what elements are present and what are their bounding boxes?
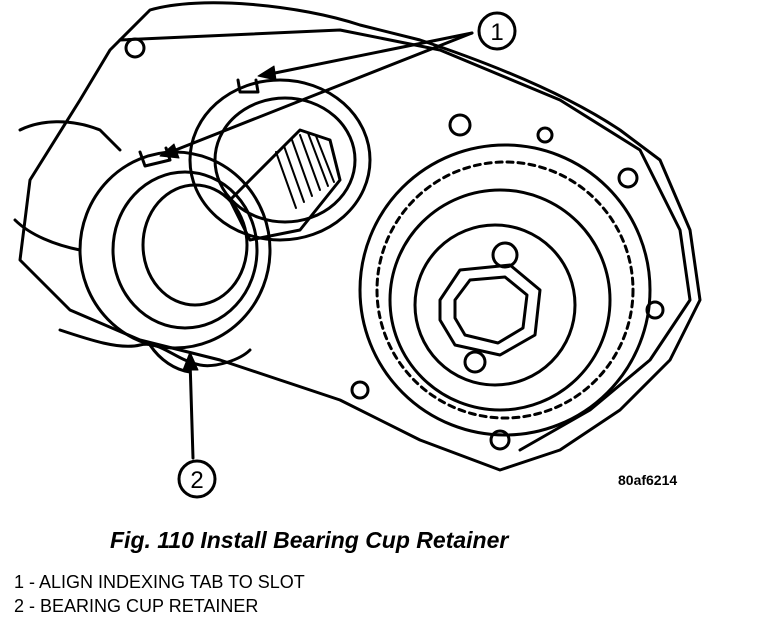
callout-2-circle	[177, 459, 217, 499]
legend-item: 1 - ALIGN INDEXING TAB TO SLOT	[14, 572, 305, 592]
housing-outline	[18, 1, 702, 472]
callout-1-leader-a	[263, 31, 474, 77]
hex-nut-inner	[453, 275, 529, 345]
callout-1-leader-b	[166, 31, 474, 155]
bolt-hole	[489, 429, 511, 451]
retaining-bolt	[463, 350, 487, 374]
callout-1-arrowhead-a	[257, 65, 277, 81]
bearing-bore	[188, 78, 372, 242]
retainer-bore	[141, 183, 249, 307]
figure-reference-code: 80af6214	[618, 472, 677, 488]
shaft-splines	[275, 132, 335, 209]
figure-legend: 1 - ALIGN INDEXING TAB TO SLOT 2 - BEARI…	[14, 570, 305, 618]
technician-hand	[13, 120, 252, 374]
bolt-hole	[448, 113, 472, 137]
output-shaft	[228, 128, 342, 242]
retaining-bolt	[491, 241, 519, 269]
bolt-hole	[645, 300, 665, 320]
hex-nut	[438, 263, 542, 357]
bearing-cup-retainer	[78, 150, 272, 350]
callout-2-leader	[188, 358, 195, 460]
bolt-hole	[617, 167, 639, 189]
retainer-inner-ring	[111, 170, 259, 330]
legend-item: 2 - BEARING CUP RETAINER	[14, 596, 259, 616]
drive-gear-hub	[413, 223, 577, 387]
bolt-hole	[350, 380, 370, 400]
bolt-hole	[536, 126, 554, 144]
housing-flange-edge	[118, 28, 692, 452]
drive-gear	[358, 143, 652, 437]
drive-gear-hub-ring	[388, 188, 612, 412]
bore-slot	[236, 78, 260, 94]
callout-2-number: 2	[190, 467, 203, 494]
bolt-hole	[124, 37, 146, 59]
figure-caption: Fig. 110 Install Bearing Cup Retainer	[110, 527, 509, 553]
callout-1-circle	[477, 11, 517, 51]
callout-1-arrowhead-b	[159, 143, 180, 159]
drive-gear-teeth-root	[375, 160, 635, 420]
bearing-cup-retainer-illustration: 1 2 80af6214	[13, 1, 702, 499]
callout-2-arrowhead	[182, 351, 199, 371]
callout-1-number: 1	[490, 19, 503, 46]
